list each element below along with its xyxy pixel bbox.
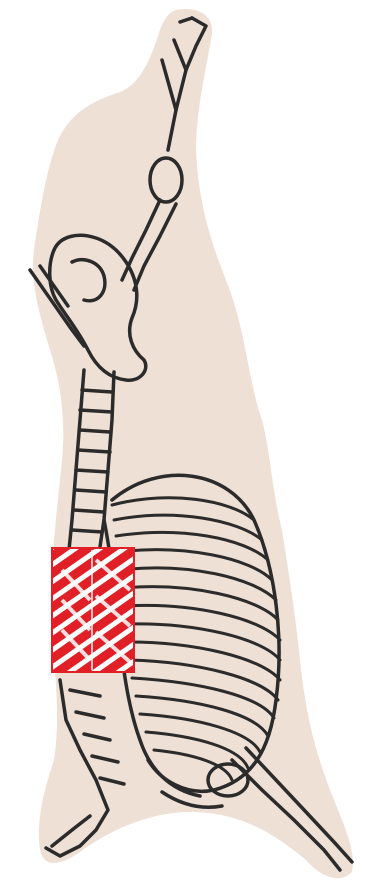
- highlighted-rib-section: [52, 548, 134, 672]
- carcass-silhouette: [33, 9, 353, 878]
